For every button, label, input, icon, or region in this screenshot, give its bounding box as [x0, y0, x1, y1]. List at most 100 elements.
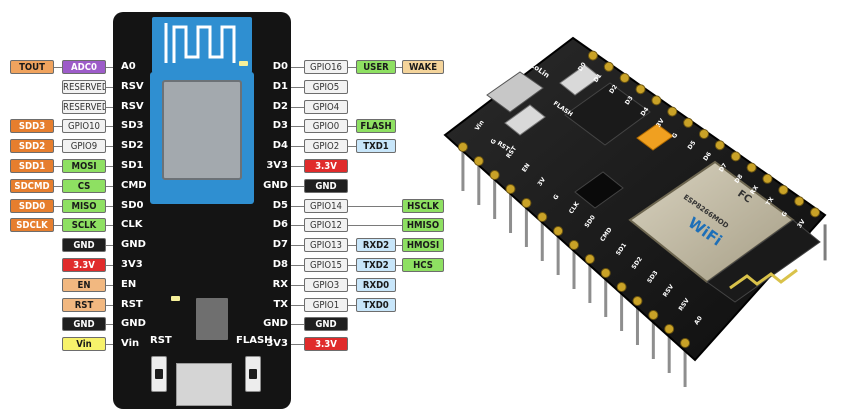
photo-pin-hole — [616, 282, 627, 292]
connector-line — [106, 344, 119, 346]
connector-line — [291, 304, 304, 306]
connector-line — [291, 225, 304, 227]
left-tag-sdcmd: SDCMD — [10, 178, 54, 193]
connector-line — [291, 146, 304, 148]
left-tag-sclk: SCLK — [62, 218, 106, 233]
right-tag-wake: WAKE — [402, 60, 444, 74]
connector-line — [291, 205, 304, 207]
photo-header-pin — [493, 179, 497, 219]
left-pin-gnd: GND — [121, 318, 146, 330]
left-tag-gnd: GND — [62, 238, 106, 253]
left-tag-sdd0: SDD0 — [10, 198, 54, 213]
flash-button[interactable] — [245, 356, 261, 392]
photo-pin-label: D3 — [624, 95, 635, 107]
photo-pin-hole — [632, 296, 643, 306]
photo-pin-hole — [667, 106, 678, 117]
pin-holes — [457, 50, 821, 348]
right-tag-flash: FLASH — [356, 119, 396, 134]
left-tag-adc0: ADC0 — [62, 60, 106, 74]
right-tag-rxd0: RXD0 — [356, 277, 396, 292]
left-pin-rsv: RSV — [121, 80, 144, 92]
photo-usb-port — [486, 71, 544, 113]
photo-antenna-area — [706, 219, 821, 303]
right-pin-d4: D4 — [272, 140, 288, 152]
connector-line — [348, 265, 356, 266]
connector-line — [106, 185, 119, 187]
photo-pin-hole — [699, 129, 709, 139]
photo-pin-label: Vin — [474, 119, 486, 132]
left-tag-en: EN — [62, 277, 106, 292]
power-led — [171, 296, 180, 301]
left-tag-reserved: RESERVED — [62, 99, 106, 114]
photo-uart-chip — [564, 82, 651, 146]
right-tag-txd2: TXD2 — [356, 258, 396, 272]
connector-line — [396, 67, 402, 68]
right-pin-d1: D1 — [272, 80, 288, 92]
photo-header-pin — [524, 207, 528, 247]
connector-line — [348, 284, 356, 286]
left-pin-vin: Vin — [121, 338, 140, 350]
photo-header-pin — [588, 263, 592, 303]
photo-header-pin — [604, 277, 608, 317]
photo-pin-hole — [457, 142, 468, 152]
right-tag-hcs: HCS — [402, 258, 444, 272]
photo-header-pin — [540, 221, 544, 261]
right-pin-d8: D8 — [272, 259, 288, 270]
connector-line — [106, 265, 119, 266]
right-tag-gpio14: GPIO14 — [304, 198, 348, 213]
left-tag-rst: RST — [62, 297, 106, 312]
photo-pin-hole — [619, 73, 630, 83]
photo-pin-hole — [794, 196, 805, 207]
photo-pin-label: D8 — [733, 173, 744, 185]
photo-pin-hole — [778, 185, 789, 195]
right-tag-txd1: TXD1 — [356, 139, 396, 154]
left-tag-mosi: MOSI — [62, 159, 106, 173]
left-tag-cs: CS — [62, 178, 106, 193]
connector-line — [348, 67, 356, 68]
right-tag-gpio2: GPIO2 — [304, 139, 348, 154]
photo-header-pin — [667, 333, 671, 373]
right-tag-txd0: TXD0 — [356, 297, 396, 312]
photo-pin-label: 3V — [655, 117, 666, 129]
photo-rst-button — [504, 104, 546, 136]
right-tag-gpio12: GPIO12 — [304, 218, 348, 233]
photo-pin-label: G — [671, 132, 680, 140]
usb-uart-chip — [196, 298, 228, 340]
photo-pin-label: D2 — [608, 84, 619, 96]
connector-line — [106, 245, 119, 247]
left-tag-sdd1: SDD1 — [10, 159, 54, 173]
photo-header-pin — [556, 235, 560, 275]
right-pin-tx: TX — [273, 298, 288, 310]
right-tag-hsclk: HSCLK — [402, 198, 444, 213]
right-tag-3-3v: 3.3V — [304, 337, 348, 352]
connector-line — [291, 166, 304, 167]
connector-line — [54, 185, 62, 187]
photo-pin-hole — [537, 212, 548, 222]
status-led — [239, 61, 248, 66]
photo-header-pin — [635, 305, 639, 345]
rst-button[interactable] — [151, 356, 167, 392]
connector-line — [106, 126, 119, 128]
photo-header-pin — [651, 319, 655, 359]
photo-pin-hole — [762, 173, 773, 184]
photo-regulator — [574, 171, 624, 209]
photo-pin-label: EN — [521, 162, 532, 173]
left-tag-gpio10: GPIO10 — [62, 119, 106, 134]
photo-pin-hole — [553, 226, 564, 236]
left-pin-3v3: 3V3 — [121, 259, 143, 270]
connector-line — [348, 225, 402, 227]
photo-pin-hole — [603, 61, 614, 72]
right-pin-gnd: GND — [263, 179, 288, 191]
connector-line — [348, 245, 356, 247]
photo-pin-label: D5 — [686, 140, 697, 152]
connector-line — [54, 205, 62, 207]
photo-pin-label: D0 — [577, 61, 588, 73]
photo-pin-hole — [746, 162, 757, 173]
connector-line — [291, 185, 304, 187]
photo-pin-hole — [683, 117, 694, 128]
left-pin-sd1: SD1 — [121, 160, 144, 171]
photo-pin-hole — [651, 95, 662, 106]
connector-line — [106, 146, 119, 148]
photo-header-pin — [683, 347, 687, 387]
